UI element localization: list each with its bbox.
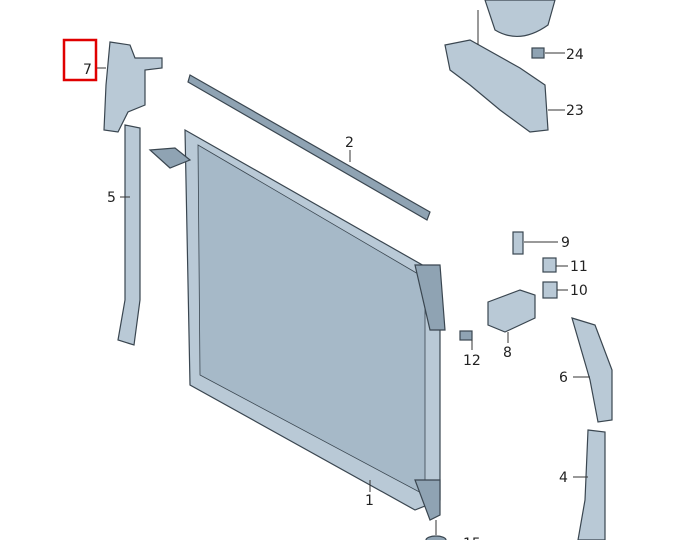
callout-2[interactable]: 2 <box>345 135 354 151</box>
bolt-part-24[interactable] <box>531 47 565 59</box>
highlight-box <box>62 38 98 82</box>
bolt-part-12[interactable] <box>459 330 473 350</box>
air-guide-part-5[interactable] <box>117 124 141 346</box>
callout-23[interactable]: 23 <box>566 103 584 119</box>
clip-part-9[interactable] <box>512 231 558 255</box>
expansion-tank-part <box>484 0 556 37</box>
callout-8[interactable]: 8 <box>503 345 512 361</box>
callout-7[interactable]: 7 <box>83 62 92 78</box>
callout-5[interactable]: 5 <box>107 190 116 206</box>
rubber-part-11[interactable] <box>542 257 568 273</box>
air-guide-part-7[interactable] <box>95 41 163 133</box>
air-guide-part-4[interactable] <box>573 429 606 540</box>
callout-11[interactable]: 11 <box>570 259 588 275</box>
bracket-part-23[interactable] <box>444 10 549 133</box>
seal-strip-part-2[interactable] <box>187 74 431 221</box>
callout-1[interactable]: 1 <box>365 493 374 509</box>
callout-10[interactable]: 10 <box>570 283 588 299</box>
callout-12[interactable]: 12 <box>463 353 481 369</box>
callout-15[interactable]: 15 <box>463 536 481 540</box>
callout-24[interactable]: 24 <box>566 47 584 63</box>
air-guide-part-6[interactable] <box>571 317 613 423</box>
callout-4[interactable]: 4 <box>559 470 568 486</box>
callout-9[interactable]: 9 <box>561 235 570 251</box>
rubber-part-10[interactable] <box>542 281 568 299</box>
radiator-part-1[interactable] <box>148 128 447 540</box>
bracket-part-8[interactable] <box>487 289 536 343</box>
callout-6[interactable]: 6 <box>559 370 568 386</box>
